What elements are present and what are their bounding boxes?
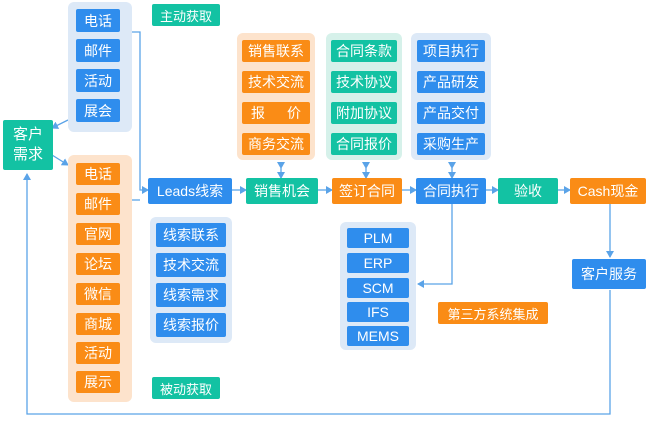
system-scm: SCM	[347, 278, 409, 298]
contract-item-terms: 合同条款	[331, 40, 397, 62]
passive-channel-mall: 商城	[76, 313, 120, 335]
third-party-integration-tag: 第三方系统集成	[438, 302, 548, 324]
sales-opportunity-box: 销售机会	[246, 178, 318, 204]
leads-item-contact: 线索联系	[156, 223, 226, 247]
passive-channel-event: 活动	[76, 342, 120, 364]
arrow-active-to-leads	[132, 31, 149, 194]
leads-item-tech-exchange: 技术交流	[156, 253, 226, 277]
active-channel-phone: 电话	[76, 9, 120, 32]
acceptance-box: 验收	[498, 178, 558, 204]
active-acquisition-tag: 主动获取	[152, 4, 220, 26]
execution-item-procurement: 采购生产	[417, 133, 485, 155]
passive-channel-phone: 电话	[76, 163, 120, 185]
execution-item-rnd: 产品研发	[417, 71, 485, 93]
opportunity-item-tech-exchange: 技术交流	[242, 71, 310, 93]
leads-item-quote: 线索报价	[156, 313, 226, 337]
arrow-service-to-need	[23, 173, 611, 415]
opportunity-item-business-exchange: 商务交流	[242, 133, 310, 155]
system-ifs: IFS	[347, 302, 409, 322]
passive-channel-showcase: 展示	[76, 371, 120, 393]
active-channel-event: 活动	[76, 69, 120, 92]
contract-execution-box: 合同执行	[416, 178, 486, 204]
contract-item-tech-agreement: 技术协议	[331, 71, 397, 93]
passive-channel-wechat: 微信	[76, 283, 120, 305]
active-channel-email: 邮件	[76, 39, 120, 62]
passive-channel-email: 邮件	[76, 193, 120, 215]
contract-item-quote: 合同报价	[331, 133, 397, 155]
leads-box: Leads线索	[148, 178, 232, 204]
system-mems: MEMS	[347, 326, 409, 346]
arrow-execute-to-systems	[417, 204, 453, 288]
arrow-need-to-passive	[51, 154, 69, 166]
cash-box: Cash现金	[570, 178, 646, 204]
system-plm: PLM	[347, 228, 409, 248]
opportunity-quote-char-2: 价	[287, 105, 301, 121]
customer-need-box: 客户需求	[3, 120, 53, 170]
passive-channel-forum: 论坛	[76, 253, 120, 275]
system-erp: ERP	[347, 253, 409, 273]
contract-item-supplementary: 附加协议	[331, 102, 397, 124]
leads-item-requirement: 线索需求	[156, 283, 226, 307]
passive-acquisition-tag: 被动获取	[152, 377, 220, 399]
customer-service-box: 客户服务	[572, 259, 646, 289]
opportunity-item-quote: 报 价	[242, 102, 310, 124]
execution-item-project: 项目执行	[417, 40, 485, 62]
opportunity-quote-char-1: 报	[251, 105, 265, 121]
opportunity-item-sales-contact: 销售联系	[242, 40, 310, 62]
sign-contract-box: 签订合同	[332, 178, 402, 204]
passive-channel-website: 官网	[76, 223, 120, 245]
arrow-active-to-need	[51, 119, 69, 129]
execution-item-delivery: 产品交付	[417, 102, 485, 124]
active-channel-expo: 展会	[76, 99, 120, 122]
